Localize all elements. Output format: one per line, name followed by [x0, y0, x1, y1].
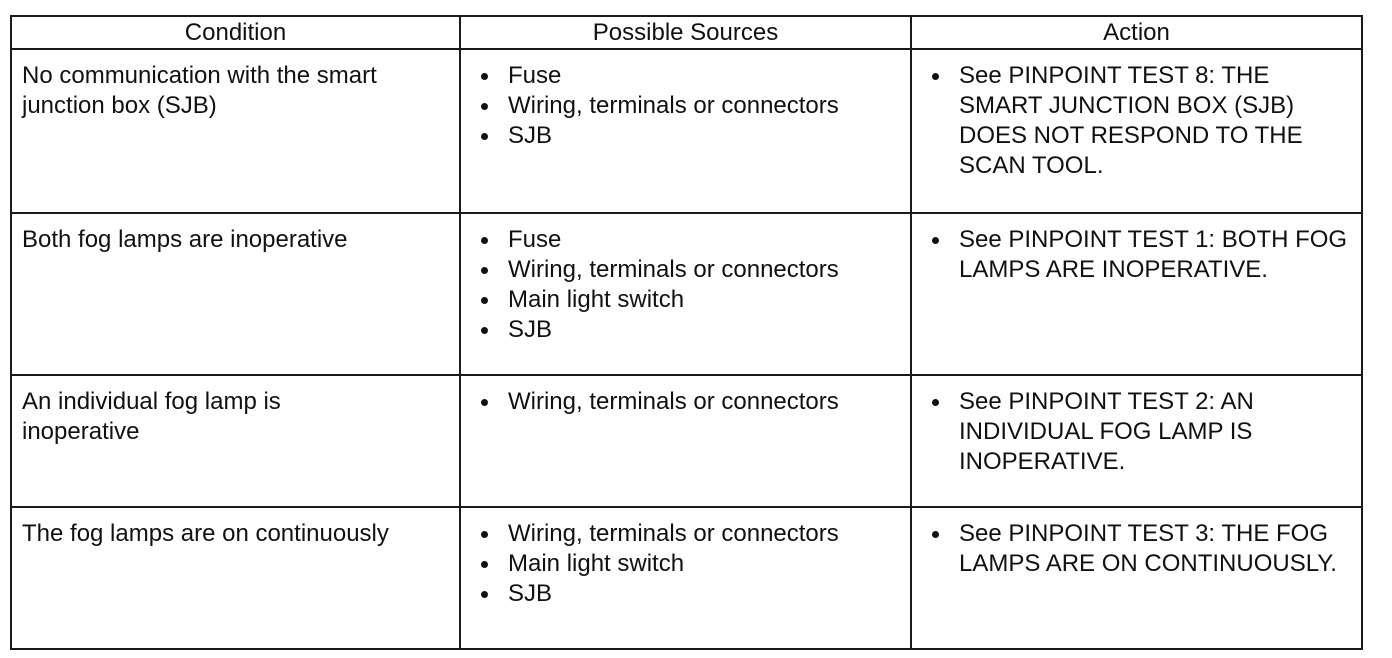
action-list: See PINPOINT TEST 8: THE SMART JUNCTION …: [912, 50, 1361, 181]
sources-cell: Wiring, terminals or connectors Main lig…: [459, 506, 912, 650]
sources-cell: Fuse Wiring, terminals or connectors SJB: [459, 48, 912, 214]
action-text: See PINPOINT TEST 1: BOTH FOG LAMPS ARE …: [959, 226, 1348, 283]
source-text: Wiring, terminals or connectors: [508, 388, 839, 415]
source-text: Main light switch: [508, 286, 685, 313]
list-item: Wiring, terminals or connectors: [479, 91, 902, 121]
sources-list: Wiring, terminals or connectors Main lig…: [461, 508, 910, 609]
bullet-icon: [932, 399, 939, 406]
list-item: Fuse: [479, 61, 902, 91]
condition-cell: No communication with the smart junction…: [10, 48, 461, 214]
list-item: SJB: [479, 121, 902, 151]
condition-text: No communication with the smart junction…: [22, 62, 377, 119]
source-text: Main light switch: [508, 550, 685, 577]
sources-list: Wiring, terminals or connectors: [461, 376, 910, 417]
action-cell: See PINPOINT TEST 2: AN INDIVIDUAL FOG L…: [910, 374, 1363, 508]
action-list: See PINPOINT TEST 2: AN INDIVIDUAL FOG L…: [912, 376, 1361, 477]
bullet-icon: [481, 103, 488, 110]
list-item: See PINPOINT TEST 2: AN INDIVIDUAL FOG L…: [930, 387, 1353, 477]
bullet-icon: [481, 591, 488, 598]
action-text: See PINPOINT TEST 2: AN INDIVIDUAL FOG L…: [959, 388, 1254, 475]
bullet-icon: [932, 237, 939, 244]
action-list: See PINPOINT TEST 3: THE FOG LAMPS ARE O…: [912, 508, 1361, 579]
header-row: Condition Possible Sources Action: [10, 15, 1363, 50]
sources-list: Fuse Wiring, terminals or connectors SJB: [461, 50, 910, 151]
condition-cell: The fog lamps are on continuously: [10, 506, 461, 650]
source-text: SJB: [508, 580, 553, 607]
bullet-icon: [481, 297, 488, 304]
symptom-chart-table: Condition Possible Sources Action No com…: [10, 15, 1363, 650]
bullet-icon: [481, 133, 488, 140]
condition-text: An individual fog lamp is inoperative: [22, 388, 281, 445]
list-item: See PINPOINT TEST 3: THE FOG LAMPS ARE O…: [930, 519, 1353, 579]
list-item: SJB: [479, 315, 902, 345]
bullet-icon: [932, 73, 939, 80]
condition-cell: An individual fog lamp is inoperative: [10, 374, 461, 508]
action-cell: See PINPOINT TEST 8: THE SMART JUNCTION …: [910, 48, 1363, 214]
list-item: Wiring, terminals or connectors: [479, 519, 902, 549]
table-row: An individual fog lamp is inoperative Wi…: [10, 374, 1363, 508]
header-possible-sources: Possible Sources: [459, 15, 912, 50]
list-item: Main light switch: [479, 285, 902, 315]
list-item: See PINPOINT TEST 8: THE SMART JUNCTION …: [930, 61, 1353, 181]
list-item: See PINPOINT TEST 1: BOTH FOG LAMPS ARE …: [930, 225, 1353, 285]
action-text: See PINPOINT TEST 8: THE SMART JUNCTION …: [959, 62, 1303, 179]
list-item: Wiring, terminals or connectors: [479, 387, 902, 417]
list-item: Wiring, terminals or connectors: [479, 255, 902, 285]
source-text: Wiring, terminals or connectors: [508, 520, 839, 547]
table-row: The fog lamps are on continuously Wiring…: [10, 506, 1363, 650]
sources-cell: Wiring, terminals or connectors: [459, 374, 912, 508]
source-text: SJB: [508, 316, 553, 343]
header-condition: Condition: [10, 15, 461, 50]
table-row: No communication with the smart junction…: [10, 48, 1363, 214]
source-text: SJB: [508, 122, 553, 149]
sources-list: Fuse Wiring, terminals or connectors Mai…: [461, 214, 910, 345]
bullet-icon: [932, 531, 939, 538]
bullet-icon: [481, 267, 488, 274]
list-item: SJB: [479, 579, 902, 609]
table-row: Both fog lamps are inoperative Fuse Wiri…: [10, 212, 1363, 376]
bullet-icon: [481, 73, 488, 80]
list-item: Main light switch: [479, 549, 902, 579]
condition-cell: Both fog lamps are inoperative: [10, 212, 461, 376]
sources-cell: Fuse Wiring, terminals or connectors Mai…: [459, 212, 912, 376]
source-text: Wiring, terminals or connectors: [508, 92, 839, 119]
source-text: Fuse: [508, 226, 562, 253]
bullet-icon: [481, 561, 488, 568]
condition-text: The fog lamps are on continuously: [22, 520, 389, 547]
bullet-icon: [481, 327, 488, 334]
source-text: Fuse: [508, 62, 562, 89]
bullet-icon: [481, 531, 488, 538]
source-text: Wiring, terminals or connectors: [508, 256, 839, 283]
list-item: Fuse: [479, 225, 902, 255]
action-list: See PINPOINT TEST 1: BOTH FOG LAMPS ARE …: [912, 214, 1361, 285]
header-action: Action: [910, 15, 1363, 50]
action-cell: See PINPOINT TEST 1: BOTH FOG LAMPS ARE …: [910, 212, 1363, 376]
action-text: See PINPOINT TEST 3: THE FOG LAMPS ARE O…: [959, 520, 1337, 577]
bullet-icon: [481, 399, 488, 406]
bullet-icon: [481, 237, 488, 244]
action-cell: See PINPOINT TEST 3: THE FOG LAMPS ARE O…: [910, 506, 1363, 650]
condition-text: Both fog lamps are inoperative: [22, 226, 348, 253]
